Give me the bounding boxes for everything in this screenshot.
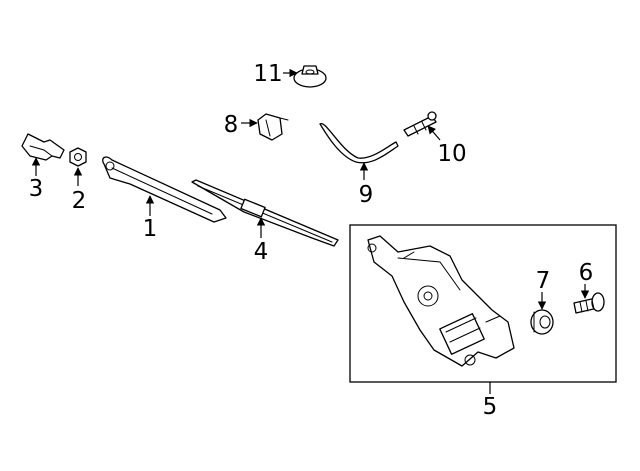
callout-4: 4: [254, 239, 269, 265]
washer-nozzle-part: [403, 111, 437, 137]
wiper-arm-cap-part: [21, 133, 65, 161]
leader-10: [427, 125, 441, 141]
callout-8: 8: [224, 112, 239, 138]
callout-3: 3: [29, 176, 44, 202]
leader-lines: [31, 68, 590, 394]
callout-7: 7: [536, 268, 551, 294]
motor-assembly-box: [349, 224, 617, 383]
callout-1: 1: [143, 216, 158, 242]
bolt-part: [573, 292, 605, 314]
wiper-arm-part: [102, 156, 227, 223]
washer-hose-part: [319, 123, 399, 164]
wiper-blade-part: [191, 179, 339, 247]
connector-clip-part: [257, 113, 289, 141]
callout-10: 10: [437, 141, 466, 167]
callout-5: 5: [483, 394, 498, 420]
callout-2: 2: [72, 188, 87, 214]
callout-6: 6: [579, 260, 594, 286]
callout-11: 11: [253, 61, 282, 87]
callout-9: 9: [359, 182, 374, 208]
wiper-motor-part: [367, 235, 515, 367]
nut-part: [69, 147, 87, 167]
grommet-part: [293, 65, 327, 88]
motor-grommet-part: [530, 309, 554, 335]
